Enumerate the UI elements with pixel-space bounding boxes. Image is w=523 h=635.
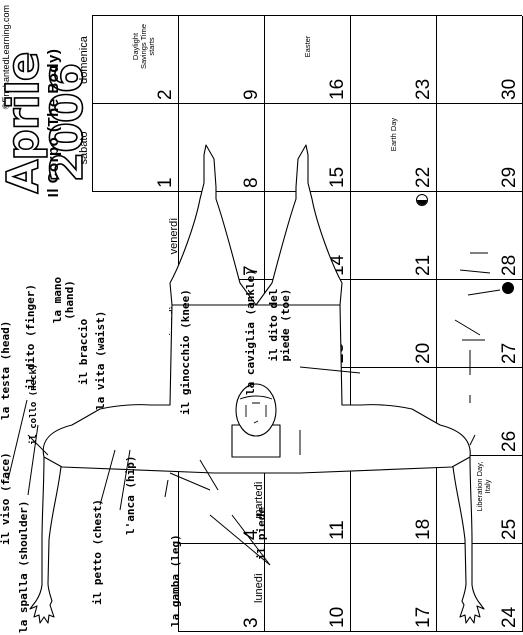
label-hand: la mano (hand) bbox=[51, 276, 76, 324]
label-knee: il ginocchio (knee) bbox=[179, 289, 192, 415]
label-toe: il dito del piede (toe) bbox=[267, 288, 292, 362]
body-leg-right bbox=[255, 144, 343, 306]
body-arm-left bbox=[29, 456, 63, 624]
label-leg: la gamba (leg) bbox=[169, 534, 182, 627]
label-hip: l'anca (hip) bbox=[124, 455, 137, 535]
label-head: la testa (head) bbox=[0, 320, 12, 420]
body-neck bbox=[231, 424, 281, 458]
label-foot: il piede bbox=[255, 507, 268, 560]
label-waist: la vita (waist) bbox=[94, 310, 107, 410]
body-arm-right bbox=[451, 456, 485, 624]
label-chest: il petto (chest) bbox=[91, 499, 104, 605]
label-face: il viso (face) bbox=[0, 452, 12, 545]
label-ankle: la caviglia (ankle) bbox=[244, 269, 257, 395]
label-finger: il dito (finger) bbox=[24, 284, 37, 390]
label-arm: il braccio bbox=[77, 318, 90, 385]
body-leg-left bbox=[169, 144, 257, 306]
label-shoulder: la spalla (shoulder) bbox=[17, 500, 30, 633]
